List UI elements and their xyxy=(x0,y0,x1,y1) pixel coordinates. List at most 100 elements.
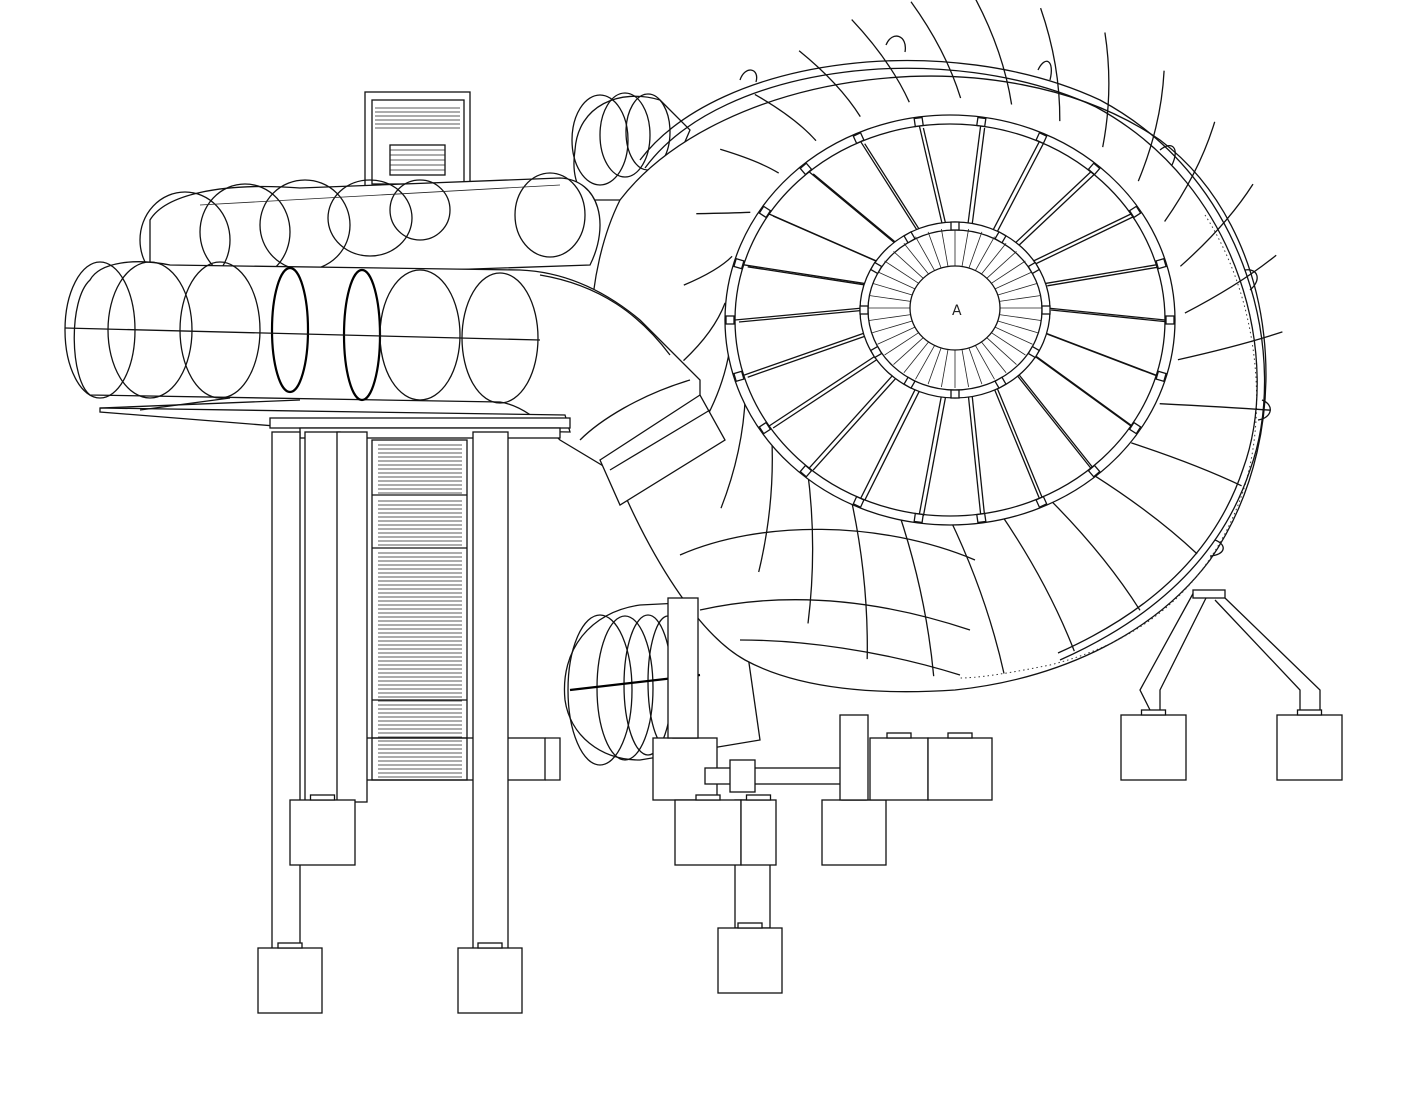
hub-spoke xyxy=(994,326,1033,345)
bowl-rib xyxy=(910,1,962,99)
rail-clamp xyxy=(1087,464,1101,478)
footing-block xyxy=(821,799,887,866)
ring-spoke xyxy=(808,372,896,469)
hub-spoke xyxy=(986,251,1017,279)
bowl-rib xyxy=(683,255,733,286)
hub-spoke xyxy=(884,260,919,284)
ring-spoke xyxy=(996,143,1044,233)
ring-spoke xyxy=(812,173,900,246)
rail-clamps xyxy=(725,116,1175,524)
tower-top-grating xyxy=(375,107,460,176)
hub-spoke xyxy=(872,320,913,334)
bowl-rib xyxy=(1131,442,1242,487)
hub-spoke xyxy=(877,326,916,345)
rail-clamp xyxy=(799,162,813,176)
inner-ring-spokes xyxy=(868,228,1042,388)
ring-spoke xyxy=(922,127,947,226)
rail-clamp xyxy=(1087,162,1101,176)
rail-clamp xyxy=(1155,370,1167,383)
rail-clamp xyxy=(903,230,916,244)
bowl-rib xyxy=(1177,331,1283,361)
hub-spoke xyxy=(981,341,1007,373)
ring-spoke xyxy=(918,392,943,515)
rail-clamp xyxy=(1035,495,1048,509)
hub-spoke xyxy=(968,231,983,269)
hub-spoke xyxy=(941,349,949,388)
ring-spoke xyxy=(1047,333,1161,378)
footing-block xyxy=(1120,714,1187,781)
bowl-rib xyxy=(897,511,935,677)
hub-spoke xyxy=(975,236,995,271)
outer-loop-supports xyxy=(739,35,1271,557)
rail-clamp xyxy=(799,464,813,478)
rail-clamp xyxy=(1128,421,1142,435)
ring-spoke xyxy=(808,171,896,244)
ring-spoke xyxy=(864,387,922,501)
ring-spoke xyxy=(1050,309,1170,323)
hub-spoke xyxy=(981,243,1007,275)
footing-block xyxy=(674,799,742,866)
support-column xyxy=(472,431,509,953)
bowl-rib xyxy=(798,50,861,117)
hub-spoke xyxy=(999,295,1041,302)
ring-spoke xyxy=(971,395,986,517)
bowl-rib xyxy=(948,517,1005,674)
hub-spoke xyxy=(884,332,919,356)
hub-spoke xyxy=(903,341,929,373)
ring-spoke xyxy=(996,387,1044,501)
hub-spoke xyxy=(968,347,983,385)
lower-beam xyxy=(667,597,869,801)
bowl-ribs xyxy=(683,0,1283,677)
rail-clamp xyxy=(994,230,1007,244)
base-plate xyxy=(745,794,772,801)
hub-spoke xyxy=(869,314,911,321)
rail-clamp xyxy=(1041,305,1051,315)
base-plate xyxy=(695,794,721,801)
hub-spoke xyxy=(991,332,1026,356)
bowl-rib xyxy=(683,302,726,362)
rail-clamp xyxy=(758,205,772,219)
ring-spoke xyxy=(1018,173,1096,246)
rail-clamp xyxy=(976,512,987,524)
base-plate xyxy=(947,732,973,739)
base-plate xyxy=(477,942,503,949)
hub-spoke xyxy=(991,260,1026,284)
hub-disc xyxy=(909,265,1001,351)
ring-spoke xyxy=(860,141,918,231)
footing-block xyxy=(289,799,356,866)
ring-spoke xyxy=(860,385,918,499)
hub-spoke xyxy=(941,228,949,267)
bowl-rib xyxy=(754,93,817,142)
ring-spoke xyxy=(992,385,1040,499)
footing-block xyxy=(457,947,523,1014)
bowl-rib xyxy=(1159,403,1271,411)
base-plate xyxy=(309,794,336,801)
ring-spoke xyxy=(864,143,922,233)
rail-clamp xyxy=(852,131,865,145)
rail-clamp xyxy=(758,421,772,435)
bowl-rib xyxy=(720,148,780,174)
platform-deck xyxy=(99,397,571,439)
ring-spoke xyxy=(1014,372,1092,469)
bowl-rib xyxy=(849,494,868,660)
footing-block xyxy=(740,799,777,866)
ring-spoke xyxy=(743,264,867,285)
bowl-rib xyxy=(758,434,773,573)
ring-spoke xyxy=(738,309,868,323)
ring-spoke xyxy=(1036,355,1136,429)
rail-clamp xyxy=(852,495,865,509)
support-column xyxy=(336,431,368,803)
support-column xyxy=(304,431,341,803)
hub-spoke xyxy=(997,282,1038,296)
hub-spoke xyxy=(893,251,924,279)
ring-spoke xyxy=(922,394,947,517)
bowl-rib xyxy=(975,0,1013,105)
rail-clamp xyxy=(950,389,960,399)
rail-clamp xyxy=(913,116,924,128)
ring-spoke xyxy=(918,125,943,224)
ring-spoke xyxy=(772,355,882,429)
bowl-rib xyxy=(1164,121,1216,222)
rail-clamp xyxy=(913,512,924,524)
hub-spoke xyxy=(893,337,924,365)
bowl-rib xyxy=(1179,183,1254,267)
